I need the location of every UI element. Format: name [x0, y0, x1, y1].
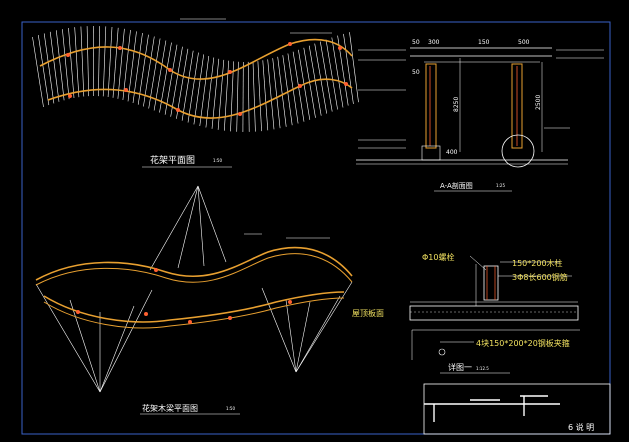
- beam-plan-title: 花架木梁平面图: [142, 403, 198, 413]
- pergola-rafter: [314, 43, 327, 114]
- section-aa-view: 50 300 150 500 50 8250 2500 400 A-A剖面图 1…: [356, 39, 604, 192]
- beam-plan-inner-beam: [43, 291, 345, 323]
- pergola-rafter: [224, 60, 229, 131]
- pergola-rafter: [325, 39, 338, 110]
- pergola-rafter: [193, 54, 204, 125]
- pergola-rafter: [262, 60, 269, 131]
- detail-title: 详图一: [448, 362, 472, 372]
- pergola-rafter: [68, 27, 75, 99]
- pergola-rafter: [43, 33, 55, 104]
- detail-post-label: 150*200木柱: [512, 258, 563, 268]
- section-aa-scale: 1:25: [496, 183, 505, 188]
- pergola-rafter: [287, 53, 299, 124]
- pergola-rafter: [62, 29, 70, 100]
- detail-view: Φ10螺栓 150*200木柱 3Φ8长600钢筋 屋顶板面 4块150*200…: [352, 252, 580, 374]
- pergola-rafter: [252, 61, 256, 132]
- beam-plan-inner-beam-2: [43, 297, 345, 329]
- pergola-rafter: [102, 26, 107, 97]
- section-aa-dim-6: 8250: [453, 97, 460, 112]
- section-aa-right-post: [511, 63, 523, 149]
- pergola-rafter: [236, 61, 239, 132]
- detail-bolt-label: Φ10螺栓: [422, 252, 454, 262]
- pergola-rafter: [282, 55, 293, 126]
- detail-slab: [409, 305, 579, 321]
- pergola-rafter: [74, 27, 80, 98]
- pergola-rafter: [49, 31, 60, 102]
- pergola-rafter: [32, 36, 44, 108]
- section-aa-dim-1: 50: [412, 39, 420, 46]
- beam-plan-view: 花架木梁平面图 1:50: [35, 185, 353, 415]
- detail-plate-label: 4块150*200*20钢板夹箍: [476, 338, 570, 348]
- title-block-label: 6 说 明: [568, 422, 594, 432]
- pergola-rafter: [122, 29, 131, 101]
- top-plan-view: 花架平面图 1:50: [32, 18, 359, 168]
- pergola-rafter: [349, 32, 359, 103]
- section-aa-dim-4: 500: [518, 39, 530, 46]
- pergola-rafter: [127, 31, 137, 102]
- pergola-rafter: [117, 28, 125, 99]
- section-aa-dim-7: 2500: [535, 95, 542, 110]
- top-plan-scale: 1:50: [213, 158, 222, 163]
- pergola-rafter: [80, 26, 85, 97]
- title-block-box: [423, 383, 611, 435]
- pergola-rafter: [137, 34, 149, 105]
- title-block: 6 说 明: [423, 383, 611, 435]
- section-aa-dim-8: 400: [446, 149, 458, 156]
- pergola-rafter: [257, 61, 262, 132]
- section-aa-dim-2: 300: [428, 39, 440, 46]
- pergola-rafters: [32, 25, 359, 133]
- top-plan-posts: [66, 42, 348, 116]
- section-aa-left-post: [425, 63, 437, 149]
- pergola-rafter: [86, 26, 89, 97]
- section-aa-dim-5: 50: [412, 69, 420, 76]
- pergola-rafter: [176, 48, 189, 119]
- pergola-rafter: [187, 52, 199, 123]
- pergola-rafter: [164, 44, 178, 115]
- top-plan-beam-outer: [39, 38, 353, 80]
- pergola-rafter: [199, 55, 210, 127]
- pergola-rafter: [56, 30, 65, 101]
- pergola-rafter: [272, 58, 281, 129]
- pergola-rafter: [205, 57, 215, 128]
- top-plan-title: 花架平面图: [150, 154, 195, 166]
- pergola-rafter: [112, 27, 119, 98]
- beam-plan-posts: [76, 268, 292, 324]
- drawing-border: [21, 21, 611, 435]
- detail-rebar-label: 3Φ8长600钢筋: [512, 272, 568, 282]
- pergola-rafter: [230, 61, 234, 132]
- pergola-rafter: [107, 26, 113, 98]
- pergola-rafter: [98, 26, 100, 97]
- beam-plan-outer-beam: [35, 246, 353, 281]
- beam-plan-scale: 1:50: [226, 406, 235, 411]
- detail-callout-circle: [501, 134, 535, 168]
- pergola-rafter: [267, 59, 275, 130]
- section-aa-title: A-A剖面图: [440, 181, 473, 190]
- pergola-rafter: [38, 35, 50, 106]
- pergola-rafter: [331, 37, 344, 108]
- pergola-rafter: [247, 61, 250, 132]
- pergola-rafter: [277, 56, 287, 127]
- beam-plan-radial-lines: [35, 185, 353, 393]
- detail-scale: 1:12.5: [476, 366, 489, 371]
- pergola-rafter: [343, 33, 354, 104]
- top-plan-beam-inner: [47, 78, 353, 119]
- section-aa-dim-3: 150: [478, 39, 490, 46]
- detail-post: [483, 265, 499, 301]
- detail-slab-label: 屋顶板面: [352, 308, 384, 318]
- pergola-rafter: [181, 50, 194, 121]
- beam-plan-outer-beam-2: [35, 253, 353, 286]
- detail-bolt-leader: [469, 255, 487, 271]
- pergola-rafter: [320, 41, 333, 112]
- pergola-rafter: [170, 46, 183, 117]
- pergola-rafter: [217, 59, 225, 130]
- pergola-rafter: [132, 32, 143, 104]
- pergola-rafter: [211, 58, 220, 129]
